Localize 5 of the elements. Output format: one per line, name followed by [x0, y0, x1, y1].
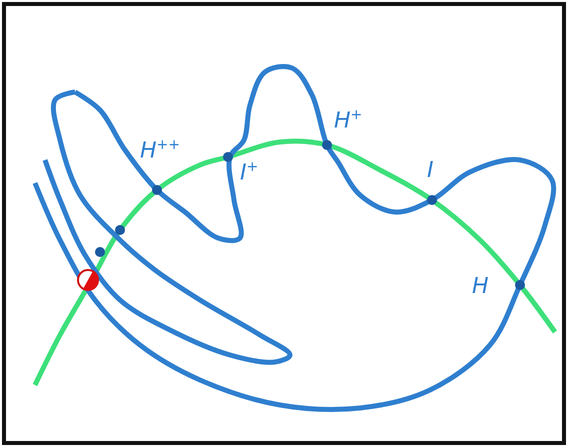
- point-label: H$^{++}$: [140, 138, 180, 162]
- point-label: H$^{+}$: [334, 108, 362, 132]
- point-label: I$^{+}$: [240, 160, 258, 184]
- point-label: H: [472, 276, 489, 298]
- point-label: I: [427, 160, 434, 182]
